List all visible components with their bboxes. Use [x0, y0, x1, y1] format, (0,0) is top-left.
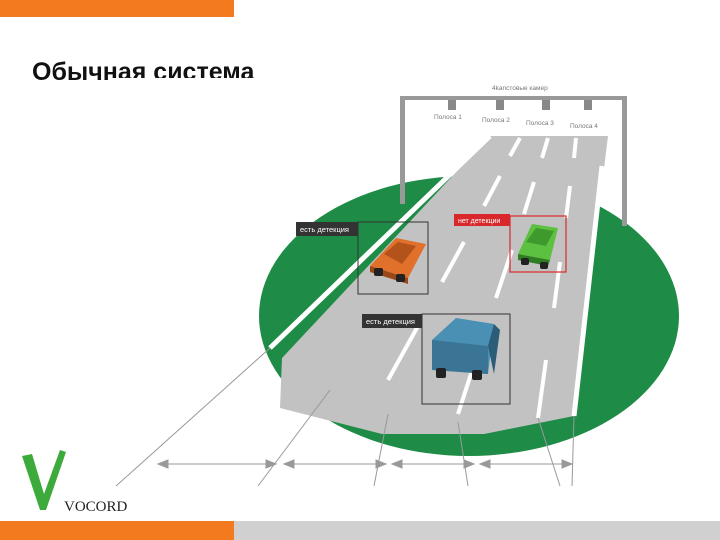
bottom-gray-bar [234, 521, 720, 540]
vocord-logo: VOCORD [20, 450, 140, 516]
gantry-title: 4kanстовые камер [492, 85, 548, 92]
lane-label-1: Полоса 1 [434, 114, 462, 121]
missed-label-bg [454, 214, 510, 226]
road-detection-diagram: 4kanстовые камер Полоса 1 Полоса 2 Полос… [112, 78, 684, 496]
bottom-accent-bar [0, 521, 234, 540]
lane-width-arrows [156, 459, 574, 469]
detection-label-bg [296, 222, 358, 236]
orange-car-icon [370, 238, 426, 284]
camera-gantry [400, 96, 627, 226]
detection-label-bg [362, 314, 422, 328]
road-edge-right [571, 165, 605, 417]
detection-green-car: нет детекции [454, 214, 567, 273]
detection-box [421, 313, 511, 405]
blue-truck-icon [432, 318, 500, 380]
detection-orange-car: есть детекция [296, 221, 429, 295]
missed-box [509, 215, 567, 273]
green-car-icon [518, 224, 558, 269]
detection-label: есть детекция [300, 225, 349, 234]
lane-label-2: Полоса 2 [482, 117, 510, 124]
lane-label-3: Полоса 3 [526, 120, 554, 127]
missed-label: нет детекции [458, 218, 500, 225]
lane-boundary-lines [115, 347, 575, 487]
top-accent-bar [0, 0, 234, 17]
road-edge-left [268, 134, 492, 350]
gantry-cameras [448, 100, 592, 110]
detection-box [357, 221, 429, 295]
logo-text: VOCORD [64, 499, 128, 515]
lane-label-4: Полоса 4 [570, 123, 598, 130]
v-check-icon [22, 450, 66, 510]
detection-label: есть детекция [366, 317, 415, 326]
detection-blue-truck: есть детекция [362, 313, 511, 405]
